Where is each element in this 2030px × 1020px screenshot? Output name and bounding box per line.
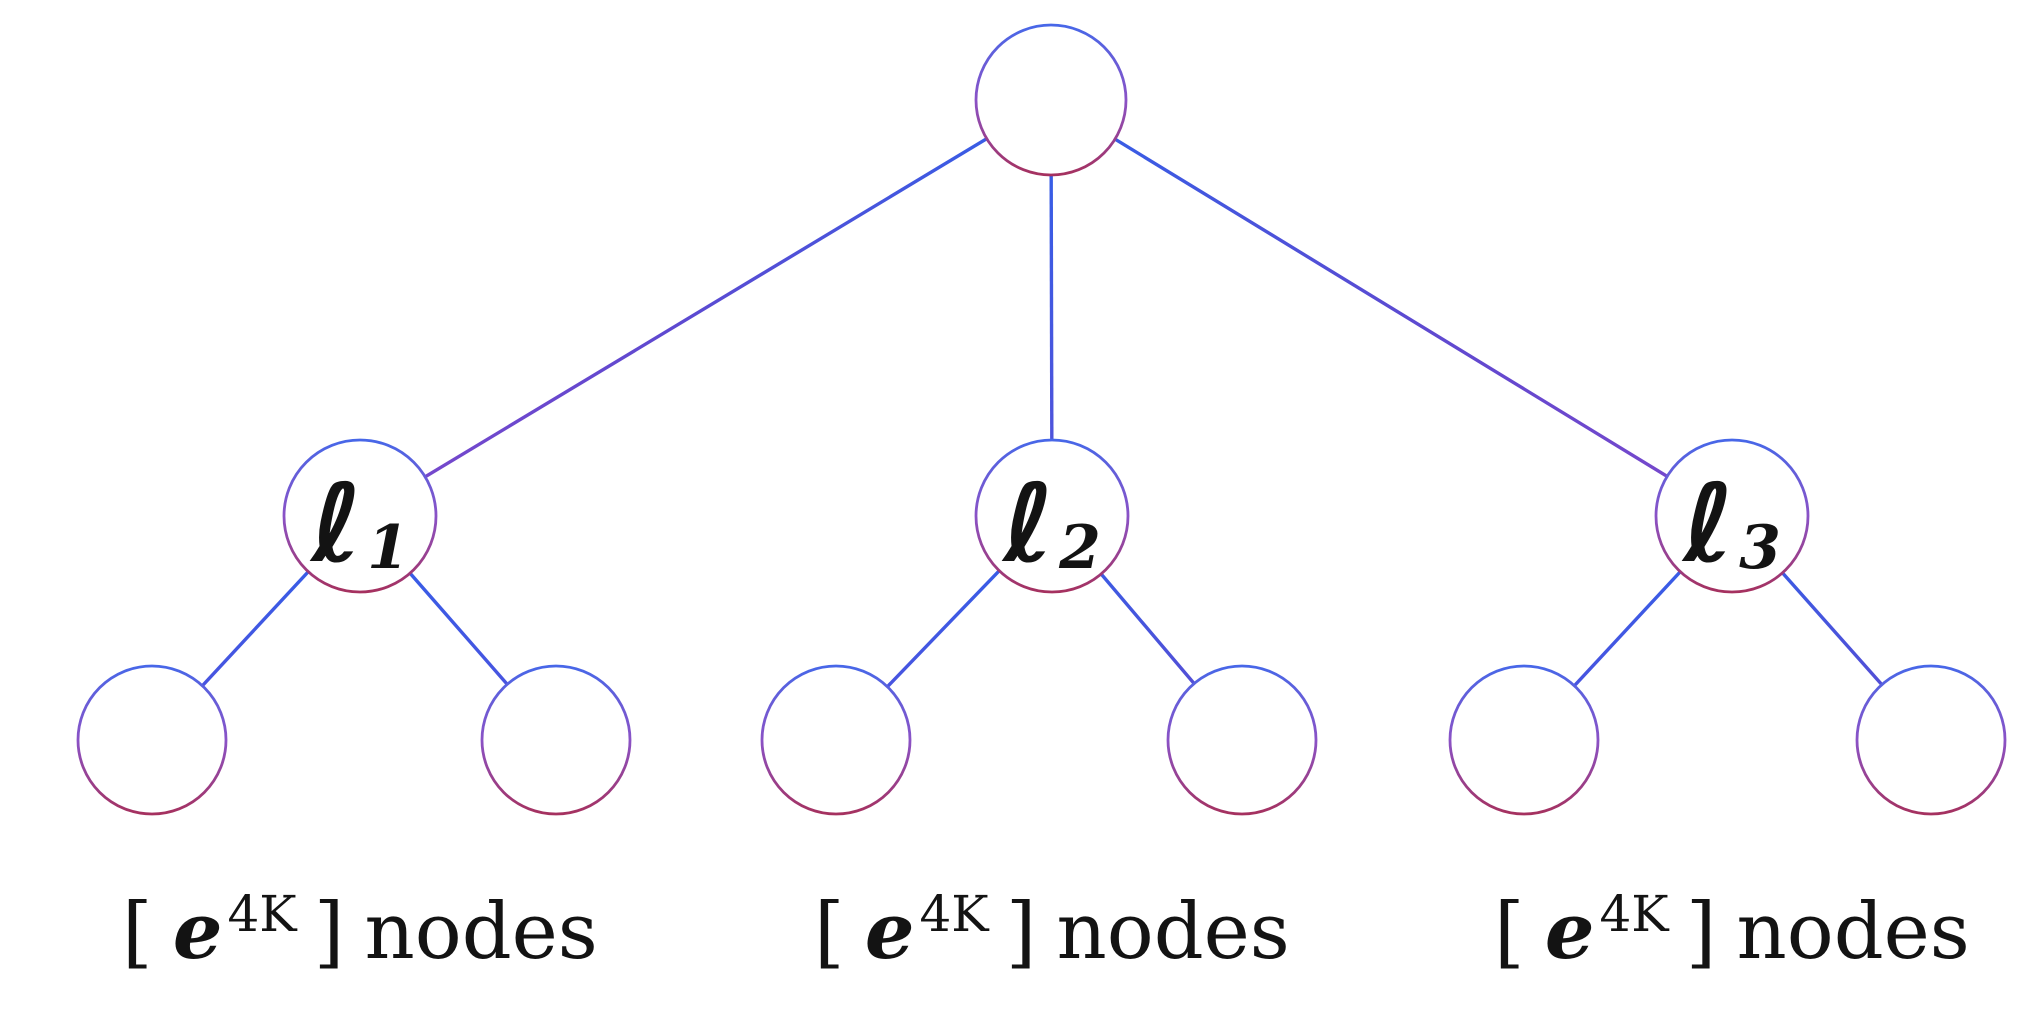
leaf-node	[1166, 664, 1318, 816]
bracket-close: ]	[313, 887, 345, 977]
ell-subscript: 3	[1739, 513, 1781, 583]
ell-symbol: ℓ	[1003, 461, 1055, 587]
ell-subscript: 1	[367, 513, 409, 583]
leaf-node	[760, 664, 912, 816]
leaf-node	[480, 664, 632, 816]
internal-node-l3	[1654, 438, 1810, 594]
ell-symbol: ℓ	[311, 461, 363, 587]
nodes-word: nodes	[1056, 887, 1290, 977]
nodes-word: nodes	[1736, 887, 1970, 977]
internal-node-l1	[282, 438, 438, 594]
euler-e: e	[1544, 886, 1595, 977]
ell-subscript: 2	[1059, 513, 1101, 583]
bracket-close: ]	[1005, 887, 1037, 977]
bracket-close: ]	[1685, 887, 1717, 977]
euler-e: e	[864, 886, 915, 977]
root-node	[974, 23, 1128, 177]
exponent: 4K	[1599, 885, 1669, 943]
leaf-node	[1855, 664, 2007, 816]
leaf-node	[1448, 664, 1600, 816]
ell-symbol: ℓ	[1683, 461, 1735, 587]
exponent: 4K	[227, 885, 297, 943]
euler-e: e	[172, 886, 223, 977]
nodes-word: nodes	[364, 887, 598, 977]
tree-nodes	[76, 23, 2007, 816]
edge-root-l1	[359, 98, 1052, 518]
leaf-node	[76, 664, 228, 816]
bracket-open: [	[122, 887, 153, 977]
exponent: 4K	[919, 885, 989, 943]
tree-edges	[150, 98, 1933, 742]
edge-root-l3	[1050, 98, 1733, 518]
bracket-open: [	[814, 887, 845, 977]
internal-node-l2	[974, 438, 1130, 594]
bracket-open: [	[1494, 887, 1525, 977]
